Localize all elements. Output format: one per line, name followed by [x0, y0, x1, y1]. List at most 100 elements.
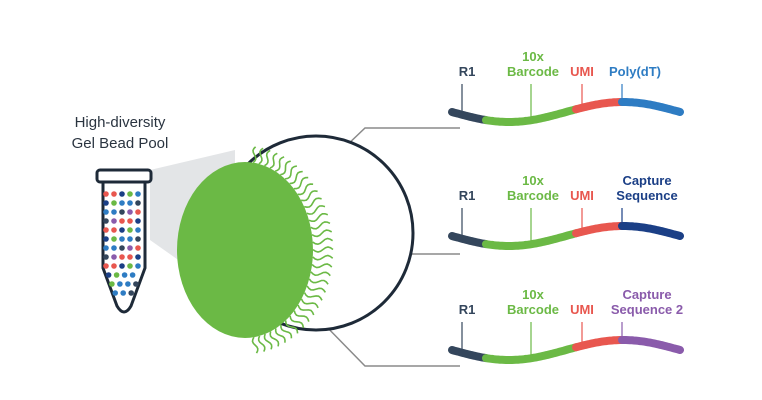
tube-bead-dot [127, 236, 133, 242]
bead-strand [269, 331, 280, 347]
barcode-line1: 10x [522, 49, 544, 64]
bead-strand [303, 292, 323, 301]
umi-segment [572, 222, 626, 238]
tube [95, 168, 153, 314]
barcode-segment [482, 229, 580, 250]
bead-strand [308, 213, 329, 222]
tube-bead-dot [133, 281, 139, 287]
tube-bead-dot [135, 254, 141, 260]
oligo-strand-3 [448, 322, 684, 364]
umi-segment [572, 98, 626, 114]
tube-bead-dot [103, 218, 109, 224]
tube-bead-dot [125, 281, 131, 287]
bead-strand [252, 146, 257, 164]
capture-segment [618, 222, 684, 240]
pool-title-line2: Gel Bead Pool [71, 135, 169, 152]
bead-strand [310, 221, 331, 230]
tube-bead-dot [119, 254, 125, 260]
bead-strand [311, 229, 333, 238]
bead-strand [312, 254, 334, 261]
tube-bead-dot [127, 209, 133, 215]
tube-bead-dot [111, 254, 117, 260]
tube-bead-dot [103, 227, 109, 233]
tube-bead-dot [121, 272, 128, 278]
capture-line2: Sequence [616, 188, 678, 203]
oligo-3-barcode-label: 10x Barcode [498, 287, 568, 317]
tube-bead-dot [120, 290, 126, 296]
bead-strand [293, 310, 310, 322]
tube-bead-dot [135, 236, 141, 242]
bead-strand [274, 156, 285, 172]
tube-bead-dot [117, 281, 123, 287]
tube-bead-dot [135, 191, 141, 197]
tube-bead-dot [119, 227, 125, 233]
gel-bead [177, 162, 313, 338]
tube-bead-dot [135, 218, 141, 224]
tube-bead-dot [119, 209, 125, 215]
barcode-line2: Barcode [506, 188, 560, 203]
tube-bead-dot [111, 218, 117, 224]
capture-line1: Capture [622, 287, 672, 302]
oligo-1-barcode-label: 10x Barcode [498, 49, 568, 79]
capture-line1: Poly(dT) [609, 64, 661, 79]
oligo-3-umi-label: UMI [570, 302, 594, 317]
tube-bead-dot [111, 200, 117, 206]
barcode-segment [482, 343, 580, 364]
tube-bead-dot [119, 236, 125, 242]
tube-bead-dot [105, 272, 112, 278]
bead-strand [293, 176, 309, 190]
tube-bead-dot [127, 227, 133, 233]
tube-bead-dot [127, 191, 133, 197]
bead-strand [269, 152, 278, 169]
bead-strand [306, 205, 326, 215]
bead-magnifier [177, 134, 415, 354]
tube-bead-dot [111, 191, 117, 197]
tube-bead-dot [111, 227, 117, 233]
capture-segment [618, 98, 684, 116]
umi-segment [572, 336, 626, 352]
bead-strand [289, 170, 303, 185]
tube-bead-dot [111, 209, 117, 215]
tube-bead-dot [103, 191, 109, 197]
bead-strand [301, 190, 318, 202]
tube-bead-dot [103, 245, 109, 251]
r1-segment [448, 346, 490, 363]
bead-strand [264, 149, 271, 167]
tube-bead-dot [109, 281, 115, 287]
tube-bead-dot [119, 263, 125, 269]
tube-bead-dot [135, 263, 141, 269]
tube-bead-dot [128, 290, 134, 296]
oligo-2-umi-label: UMI [570, 188, 594, 203]
tube-bead-dot [103, 200, 109, 206]
bead-strand [258, 147, 264, 165]
bead-strand [312, 237, 334, 246]
tube-bead-dot [135, 200, 141, 206]
r1-segment [448, 108, 490, 125]
barcode-line1: 10x [522, 287, 544, 302]
capture-line2: Sequence 2 [610, 302, 684, 317]
oligo-2-r1-label: R1 [458, 188, 476, 203]
tube-bead-dot [129, 272, 136, 278]
tube-bead-dot [135, 245, 141, 251]
bead-strand [308, 278, 329, 285]
pool-title-line1: High-diversity [74, 114, 166, 131]
tube-bead-dot [127, 218, 133, 224]
tube-bead-dot [127, 245, 133, 251]
tube-bead-dot [119, 191, 125, 197]
tube-bead-dot [119, 218, 125, 224]
oligo-1-umi-label: UMI [570, 64, 594, 79]
tube-cap [95, 168, 153, 184]
bead-strand [310, 271, 331, 277]
capture-segment [618, 336, 684, 354]
tube-bead-dot [119, 245, 125, 251]
tube-bead-dot [111, 245, 117, 251]
oligo-strand-1 [448, 84, 684, 126]
tube-beads [103, 191, 141, 296]
oligo-3-capture-label: Capture Sequence 2 [598, 287, 696, 317]
bead-strand [280, 160, 291, 176]
tube-bead-dot [103, 263, 109, 269]
bead-strand [257, 335, 266, 352]
oligo-1-capture-label: Poly(dT) [600, 64, 670, 79]
tube-bead-dot [111, 236, 117, 242]
bead-strand [284, 165, 298, 180]
